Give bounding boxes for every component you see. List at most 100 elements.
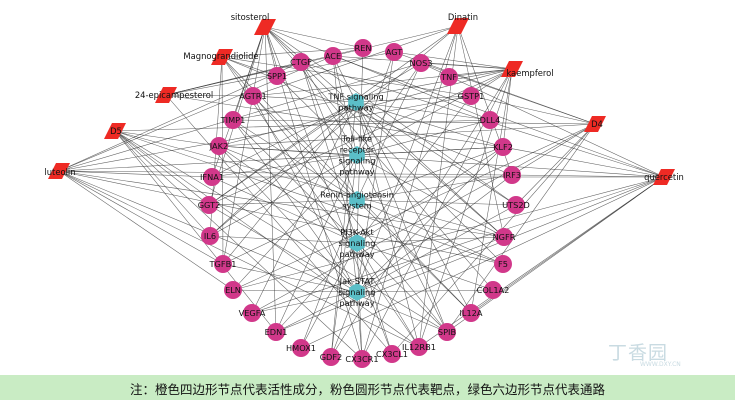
compound-node (155, 87, 177, 103)
edge-compound-target (470, 95, 596, 125)
edge-compound-target (165, 94, 393, 355)
compound-label: quercetin (644, 172, 684, 182)
target-label: REN (355, 43, 372, 53)
edge-compound-target (58, 170, 505, 238)
edge-compound-target (58, 170, 213, 178)
edge-compound-target (275, 176, 665, 333)
target-node (481, 111, 499, 129)
target-label: TNF (440, 72, 457, 82)
target-node (440, 68, 458, 86)
target-node (203, 168, 221, 186)
target-node (354, 39, 372, 57)
edge-target-pathway (218, 145, 358, 156)
target-node (292, 53, 310, 71)
edge-target-pathway (218, 145, 358, 201)
target-node (385, 43, 403, 61)
edge-target-pathway (252, 95, 358, 293)
edge-compound-target (252, 25, 459, 97)
edge-compound-target (418, 176, 665, 348)
edge-target-pathway (356, 242, 393, 355)
target-node (495, 228, 513, 246)
edge-compound-target (515, 123, 596, 206)
edge-compound-target (511, 174, 665, 178)
target-label: CX3CR1 (345, 354, 378, 364)
edge-target-pathway (356, 236, 505, 244)
compound-label: luteolin (44, 167, 75, 177)
edge-target-pathway (356, 146, 504, 156)
edge-compound-target (232, 119, 596, 125)
edge-compound-target (221, 56, 472, 314)
compound-node (48, 163, 70, 179)
target-label: GDF2 (320, 352, 343, 362)
target-node (200, 196, 218, 214)
caption-bar: 注：橙色四边形节点代表活性成分，粉色圆形节点代表靶点，绿色六边形节点代表通路 (0, 375, 735, 400)
edge-compound-target (393, 51, 513, 70)
edge-target-pathway (300, 61, 358, 156)
edge-target-pathway (209, 235, 358, 244)
target-node (462, 304, 480, 322)
target-label: GSTP1 (458, 91, 485, 101)
target-node (494, 255, 512, 273)
edge-target-pathway (356, 146, 504, 244)
edge-target-pathway (356, 204, 517, 293)
compound-node (653, 169, 675, 185)
edge-compound-target (446, 123, 596, 333)
pathway-node (349, 146, 365, 164)
target-label: CTGF (290, 57, 312, 67)
edge-target-pathway (356, 236, 505, 293)
target-label: TGFB1 (209, 259, 237, 269)
edge-compound-target (58, 170, 224, 265)
target-label: UTS2D (502, 200, 530, 210)
edge-target-pathway (222, 263, 358, 293)
compound-label: 24-epicampesterol (135, 90, 213, 100)
target-label: NOS3 (410, 58, 433, 68)
edge-compound-target (221, 56, 420, 348)
compound-node (104, 123, 126, 139)
edge-target-pathway (300, 199, 358, 349)
edge-compound-target (264, 26, 393, 355)
edge-target-pathway (300, 61, 358, 201)
compound-label: kaempferol (506, 68, 553, 78)
edge-target-pathway (356, 242, 420, 348)
watermark-logo: 丁香园 (608, 342, 669, 364)
edge-target-pathway (356, 47, 364, 244)
target-node (214, 255, 232, 273)
edge-target-pathway (355, 101, 517, 206)
target-node (267, 323, 285, 341)
edge-target-pathway (355, 62, 422, 103)
compound-label: Magnograndiolide (183, 51, 258, 61)
edge-target-pathway (356, 289, 494, 293)
figure-caption: 注：橙色四边形节点代表活性成分，粉色圆形节点代表靶点，绿色六边形节点代表通路 (129, 382, 605, 397)
target-node (324, 47, 342, 65)
compound-node (254, 19, 276, 35)
edge-compound-target (114, 119, 491, 132)
pathway-node (349, 234, 365, 252)
target-node (410, 338, 428, 356)
edge-compound-target (332, 25, 459, 57)
edge-target-pathway (276, 75, 358, 156)
edge-target-pathway (300, 61, 358, 244)
edge-compound-target (470, 68, 513, 314)
edge-compound-target (420, 62, 513, 70)
target-label: F5 (498, 259, 508, 269)
edge-target-pathway (211, 154, 358, 178)
pathway-node (349, 283, 365, 301)
edge-target-pathway (211, 101, 357, 178)
edge-target-pathway (252, 95, 357, 103)
target-label: CX3CL1 (376, 349, 408, 359)
target-label: KLF2 (493, 142, 513, 152)
edge-target-pathway (356, 199, 517, 206)
target-node (243, 304, 261, 322)
target-label: COL1A2 (477, 285, 510, 295)
target-node (507, 196, 525, 214)
edge-target-pathway (251, 101, 357, 314)
target-node (503, 166, 521, 184)
compound-node (501, 61, 523, 77)
target-label: NGFR (493, 232, 516, 242)
pathway-node (349, 191, 365, 209)
watermark-url: WWW.DXY.CN (640, 361, 681, 368)
target-node (462, 87, 480, 105)
